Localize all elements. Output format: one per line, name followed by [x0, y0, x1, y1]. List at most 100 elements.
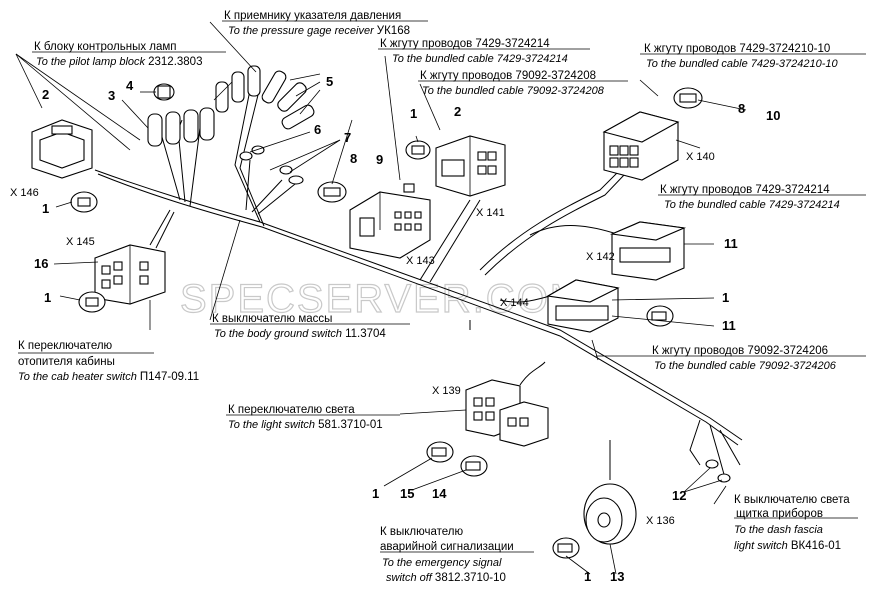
clip-left-lower	[78, 291, 106, 313]
connector-x139-label: X 139	[432, 385, 461, 397]
label-emergency-en-2: switch off 3812.3710-10	[386, 572, 506, 584]
label-emergency-en-2-text: switch off	[386, 572, 433, 584]
clip-x141	[405, 140, 431, 160]
clip-x144	[646, 305, 674, 327]
callout-2-x141: 2	[454, 104, 461, 119]
connector-x136-label: X 136	[646, 515, 675, 527]
label-light-switch-en: To the light switch 581.3710-01	[228, 419, 383, 431]
label-cab-heater-model: П147-09.11	[140, 371, 199, 383]
label-ground-switch-model: 11.3704	[345, 328, 386, 340]
clip-x140	[673, 87, 703, 109]
callout-8-left: 8	[350, 151, 357, 166]
connector-x141-label: X 141	[476, 207, 505, 219]
label-ground-switch-ru: К выключателю массы	[212, 313, 332, 325]
label-pressure-en: To the pressure gage receiver УК168	[228, 25, 410, 37]
connector-x142-label: X 142	[586, 251, 615, 263]
connector-x140[interactable]	[602, 111, 680, 181]
connector-x144[interactable]	[546, 279, 620, 333]
callout-1-x146: 1	[42, 201, 49, 216]
label-emergency-model: 3812.3710-10	[435, 572, 506, 584]
connector-x143[interactable]	[349, 183, 431, 259]
callout-16: 16	[34, 256, 48, 271]
label-dash-en-2: light switch ВК416-01	[734, 540, 841, 552]
terminal-group-5	[215, 65, 315, 130]
callout-13: 13	[610, 569, 624, 584]
label-light-switch-model: 581.3710-01	[318, 419, 383, 431]
connector-x136[interactable]	[583, 483, 637, 545]
label-cab-heater-ru-1: К переключателю	[18, 340, 113, 352]
label-emergency-ru-2: аварийной сигнализации	[380, 541, 514, 553]
connector-x146-label: X 146	[10, 187, 39, 199]
label-dash-ru-2: щитка приборов	[736, 508, 823, 520]
connector-x142[interactable]	[609, 221, 687, 281]
label-harness-3724214-right-en: To the bundled cable 7429-3724214	[664, 199, 840, 211]
connector-x144-label: X 144	[500, 297, 529, 309]
label-cab-heater-ru-2: отопителя кабины	[18, 356, 115, 368]
clip-left-upper	[70, 191, 98, 213]
clip-x143	[317, 181, 347, 203]
connector-x140-label: X 140	[686, 151, 715, 163]
leader-lines	[15, 21, 747, 575]
label-pilot-lamp-en-text: To the pilot lamp block	[36, 56, 146, 68]
label-harness-79092-3724206-en: To the bundled cable 79092-3724206	[654, 360, 837, 372]
label-pilot-lamp-model: 2312.3803	[148, 56, 202, 68]
connector-x146[interactable]	[31, 119, 93, 179]
callout-3: 3	[108, 88, 115, 103]
ring-terminals-12	[705, 459, 731, 483]
label-dash-model: ВК416-01	[791, 540, 841, 552]
label-harness-79092-3724206-ru: К жгуту проводов 79092-3724206	[652, 345, 828, 357]
label-dash-en-2-text: light switch	[734, 540, 788, 552]
callout-1-x136: 1	[584, 569, 591, 584]
connector-x143-label: X 143	[406, 255, 435, 267]
clip-15	[426, 441, 454, 463]
label-harness-3724210-en: To the bundled cable 7429-3724210-10	[646, 58, 839, 70]
label-harness-79092-3724208-ru: К жгуту проводов 79092-3724208	[420, 70, 596, 82]
callout-7: 7	[344, 130, 351, 145]
label-cab-heater-en: To the cab heater switch П147-09.11	[18, 371, 199, 383]
callout-5: 5	[326, 74, 333, 89]
label-pressure-en-text: To the pressure gage receiver	[228, 25, 375, 37]
connector-x145-label: X 145	[66, 236, 95, 248]
callout-6: 6	[314, 122, 321, 137]
label-harness-3724214-top-en: To the bundled cable 7429-3724214	[392, 53, 568, 65]
terminal-group-3	[147, 107, 215, 147]
label-harness-3724214-right-ru: К жгуту проводов 7429-3724214	[660, 184, 830, 196]
label-cab-heater-en-text: To the cab heater switch	[18, 371, 137, 383]
connector-x141[interactable]	[435, 135, 506, 197]
label-emergency-en-1: To the emergency signal	[382, 557, 502, 569]
clip-part-4	[153, 83, 175, 101]
connector-x145[interactable]	[94, 244, 166, 305]
callout-1-x145: 1	[44, 290, 51, 305]
callout-1-x141: 1	[410, 106, 417, 121]
label-ground-switch-en-text: To the body ground switch	[214, 328, 342, 340]
clip-x136	[552, 537, 580, 559]
callout-4: 4	[126, 78, 134, 93]
label-pilot-lamp-ru: К блоку контрольных ламп	[34, 41, 177, 53]
label-dash-ru-1: К выключателю света	[734, 494, 850, 506]
label-pressure-ru: К приемнику указателя давления	[224, 10, 401, 22]
label-harness-79092-3724208-en: To the bundled cable 79092-3724208	[422, 85, 605, 97]
label-light-switch-en-text: To the light switch	[228, 419, 315, 431]
harness-trunk	[94, 89, 743, 480]
annotation-underlines	[18, 20, 866, 553]
label-pilot-lamp-en: To the pilot lamp block 2312.3803	[36, 56, 202, 68]
label-harness-3724210-ru: К жгуту проводов 7429-3724210-10	[644, 43, 830, 55]
callout-1-x139: 1	[372, 486, 379, 501]
callout-9: 9	[376, 152, 383, 167]
label-pressure-model: УК168	[377, 25, 410, 37]
connector-x139[interactable]	[465, 379, 549, 447]
label-harness-3724214-top-ru: К жгуту проводов 7429-3724214	[380, 38, 550, 50]
callout-15: 15	[400, 486, 414, 501]
label-emergency-ru-1: К выключателю	[380, 526, 464, 538]
callout-2-left: 2	[42, 87, 49, 102]
label-dash-en-1: To the dash fascia	[734, 524, 823, 536]
label-ground-switch-en: To the body ground switch 11.3704	[214, 328, 386, 340]
callout-1-x144: 1	[722, 290, 729, 305]
callout-14: 14	[432, 486, 447, 501]
callout-8-right: 8	[738, 101, 745, 116]
callout-11-x142: 11	[724, 236, 738, 251]
label-light-switch-ru: К переключателю света	[228, 404, 355, 416]
clip-14	[460, 455, 488, 477]
callout-11-x144: 11	[722, 318, 736, 333]
